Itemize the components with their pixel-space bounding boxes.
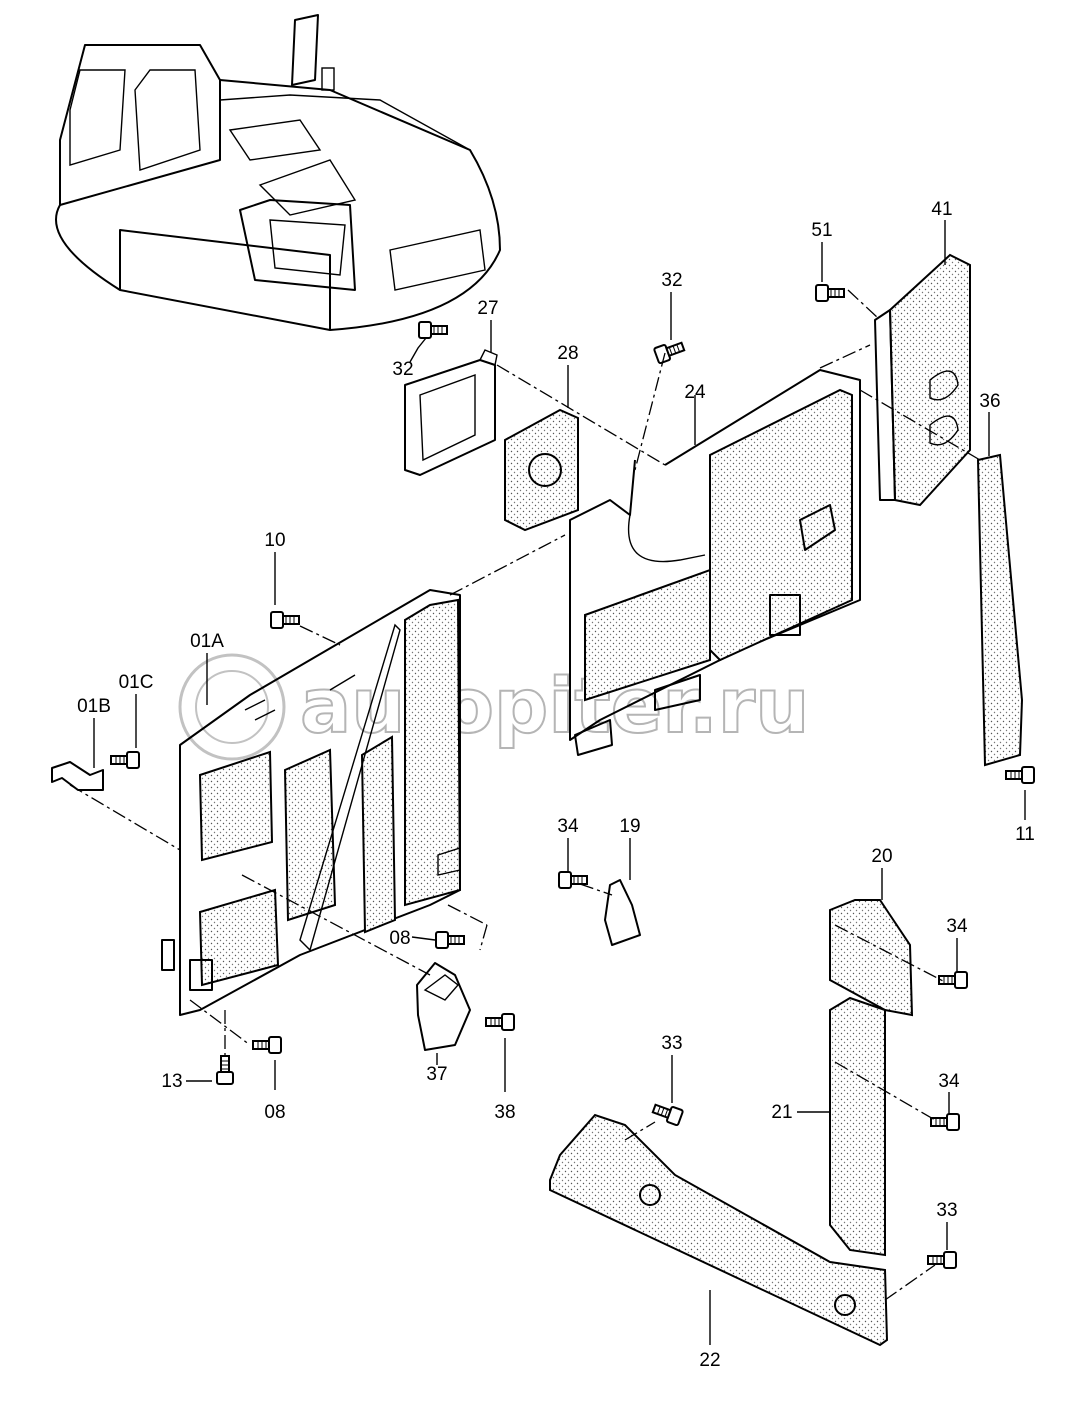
excavator-overview-illustration — [55, 14, 501, 331]
callout-13: 13 — [161, 1071, 182, 1092]
part-19-clip — [604, 879, 641, 946]
part-37-block — [416, 962, 471, 1051]
part-01B-bracket — [51, 761, 104, 791]
callout-01B: 01B — [77, 696, 111, 717]
watermark-text: autopiter.ru — [300, 661, 809, 750]
part-28-hole — [528, 453, 562, 487]
bolt-51 — [815, 284, 845, 302]
callout-41: 41 — [931, 199, 952, 220]
watermark-logo: autopiter.ru — [178, 653, 810, 761]
callout-38: 38 — [494, 1102, 515, 1123]
part-01A-main-frame — [161, 589, 462, 1016]
callout-01A: 01A — [190, 631, 224, 652]
callout-01C: 01C — [119, 672, 154, 693]
callout-11: 11 — [1015, 824, 1035, 845]
callout-19: 19 — [619, 816, 640, 837]
callout-08-lower: 08 — [264, 1102, 285, 1123]
callout-24: 24 — [684, 382, 706, 403]
part-41-panel — [874, 253, 971, 507]
bolt-33-upper — [650, 1099, 685, 1127]
bolt-01C — [110, 751, 140, 769]
part-24-panel — [569, 369, 861, 756]
callout-20: 20 — [871, 846, 892, 867]
callout-22: 22 — [699, 1350, 720, 1371]
part-22-long-bar — [549, 1113, 889, 1347]
assembly-lines — [69, 289, 981, 1301]
callout-51: 51 — [811, 220, 832, 241]
callout-37: 37 — [426, 1064, 447, 1085]
part-36-bar — [976, 453, 1024, 767]
leader-lines — [93, 220, 1026, 1345]
bolt-10 — [270, 611, 300, 629]
bolt-32-left — [418, 321, 448, 339]
bolt-11 — [1005, 766, 1035, 784]
callout-32-left: 32 — [392, 359, 413, 380]
callout-33-lower: 33 — [936, 1200, 957, 1221]
callout-34-upper: 34 — [946, 916, 968, 937]
bolt-08-lower — [252, 1036, 282, 1054]
part-27-frame — [404, 349, 498, 476]
bolt-32-right — [652, 337, 687, 365]
part-20-block — [829, 899, 914, 1017]
callout-34-clip: 34 — [557, 816, 579, 837]
bolt-08-upper — [435, 931, 465, 949]
part-21-channel — [829, 996, 886, 1257]
bolt-13 — [216, 1055, 234, 1085]
callout-36: 36 — [979, 391, 1000, 412]
part-28-foam-block — [504, 408, 579, 532]
callout-labels: 41 51 32 27 28 32 24 36 10 01A 01C 01B 1… — [77, 199, 1035, 1371]
callout-28: 28 — [557, 343, 578, 364]
callout-21: 21 — [771, 1102, 792, 1123]
callout-34-lower: 34 — [938, 1071, 960, 1092]
callout-10: 10 — [264, 530, 285, 551]
callout-32-right: 32 — [661, 270, 682, 291]
callout-08-upper: 08 — [389, 928, 410, 949]
bolt-38 — [485, 1013, 515, 1031]
bolt-34-lower — [930, 1113, 960, 1131]
bolt-33-lower — [927, 1251, 957, 1269]
callout-33-upper: 33 — [661, 1033, 682, 1054]
bolt-34-upper — [938, 971, 968, 989]
callout-27: 27 — [477, 298, 498, 319]
